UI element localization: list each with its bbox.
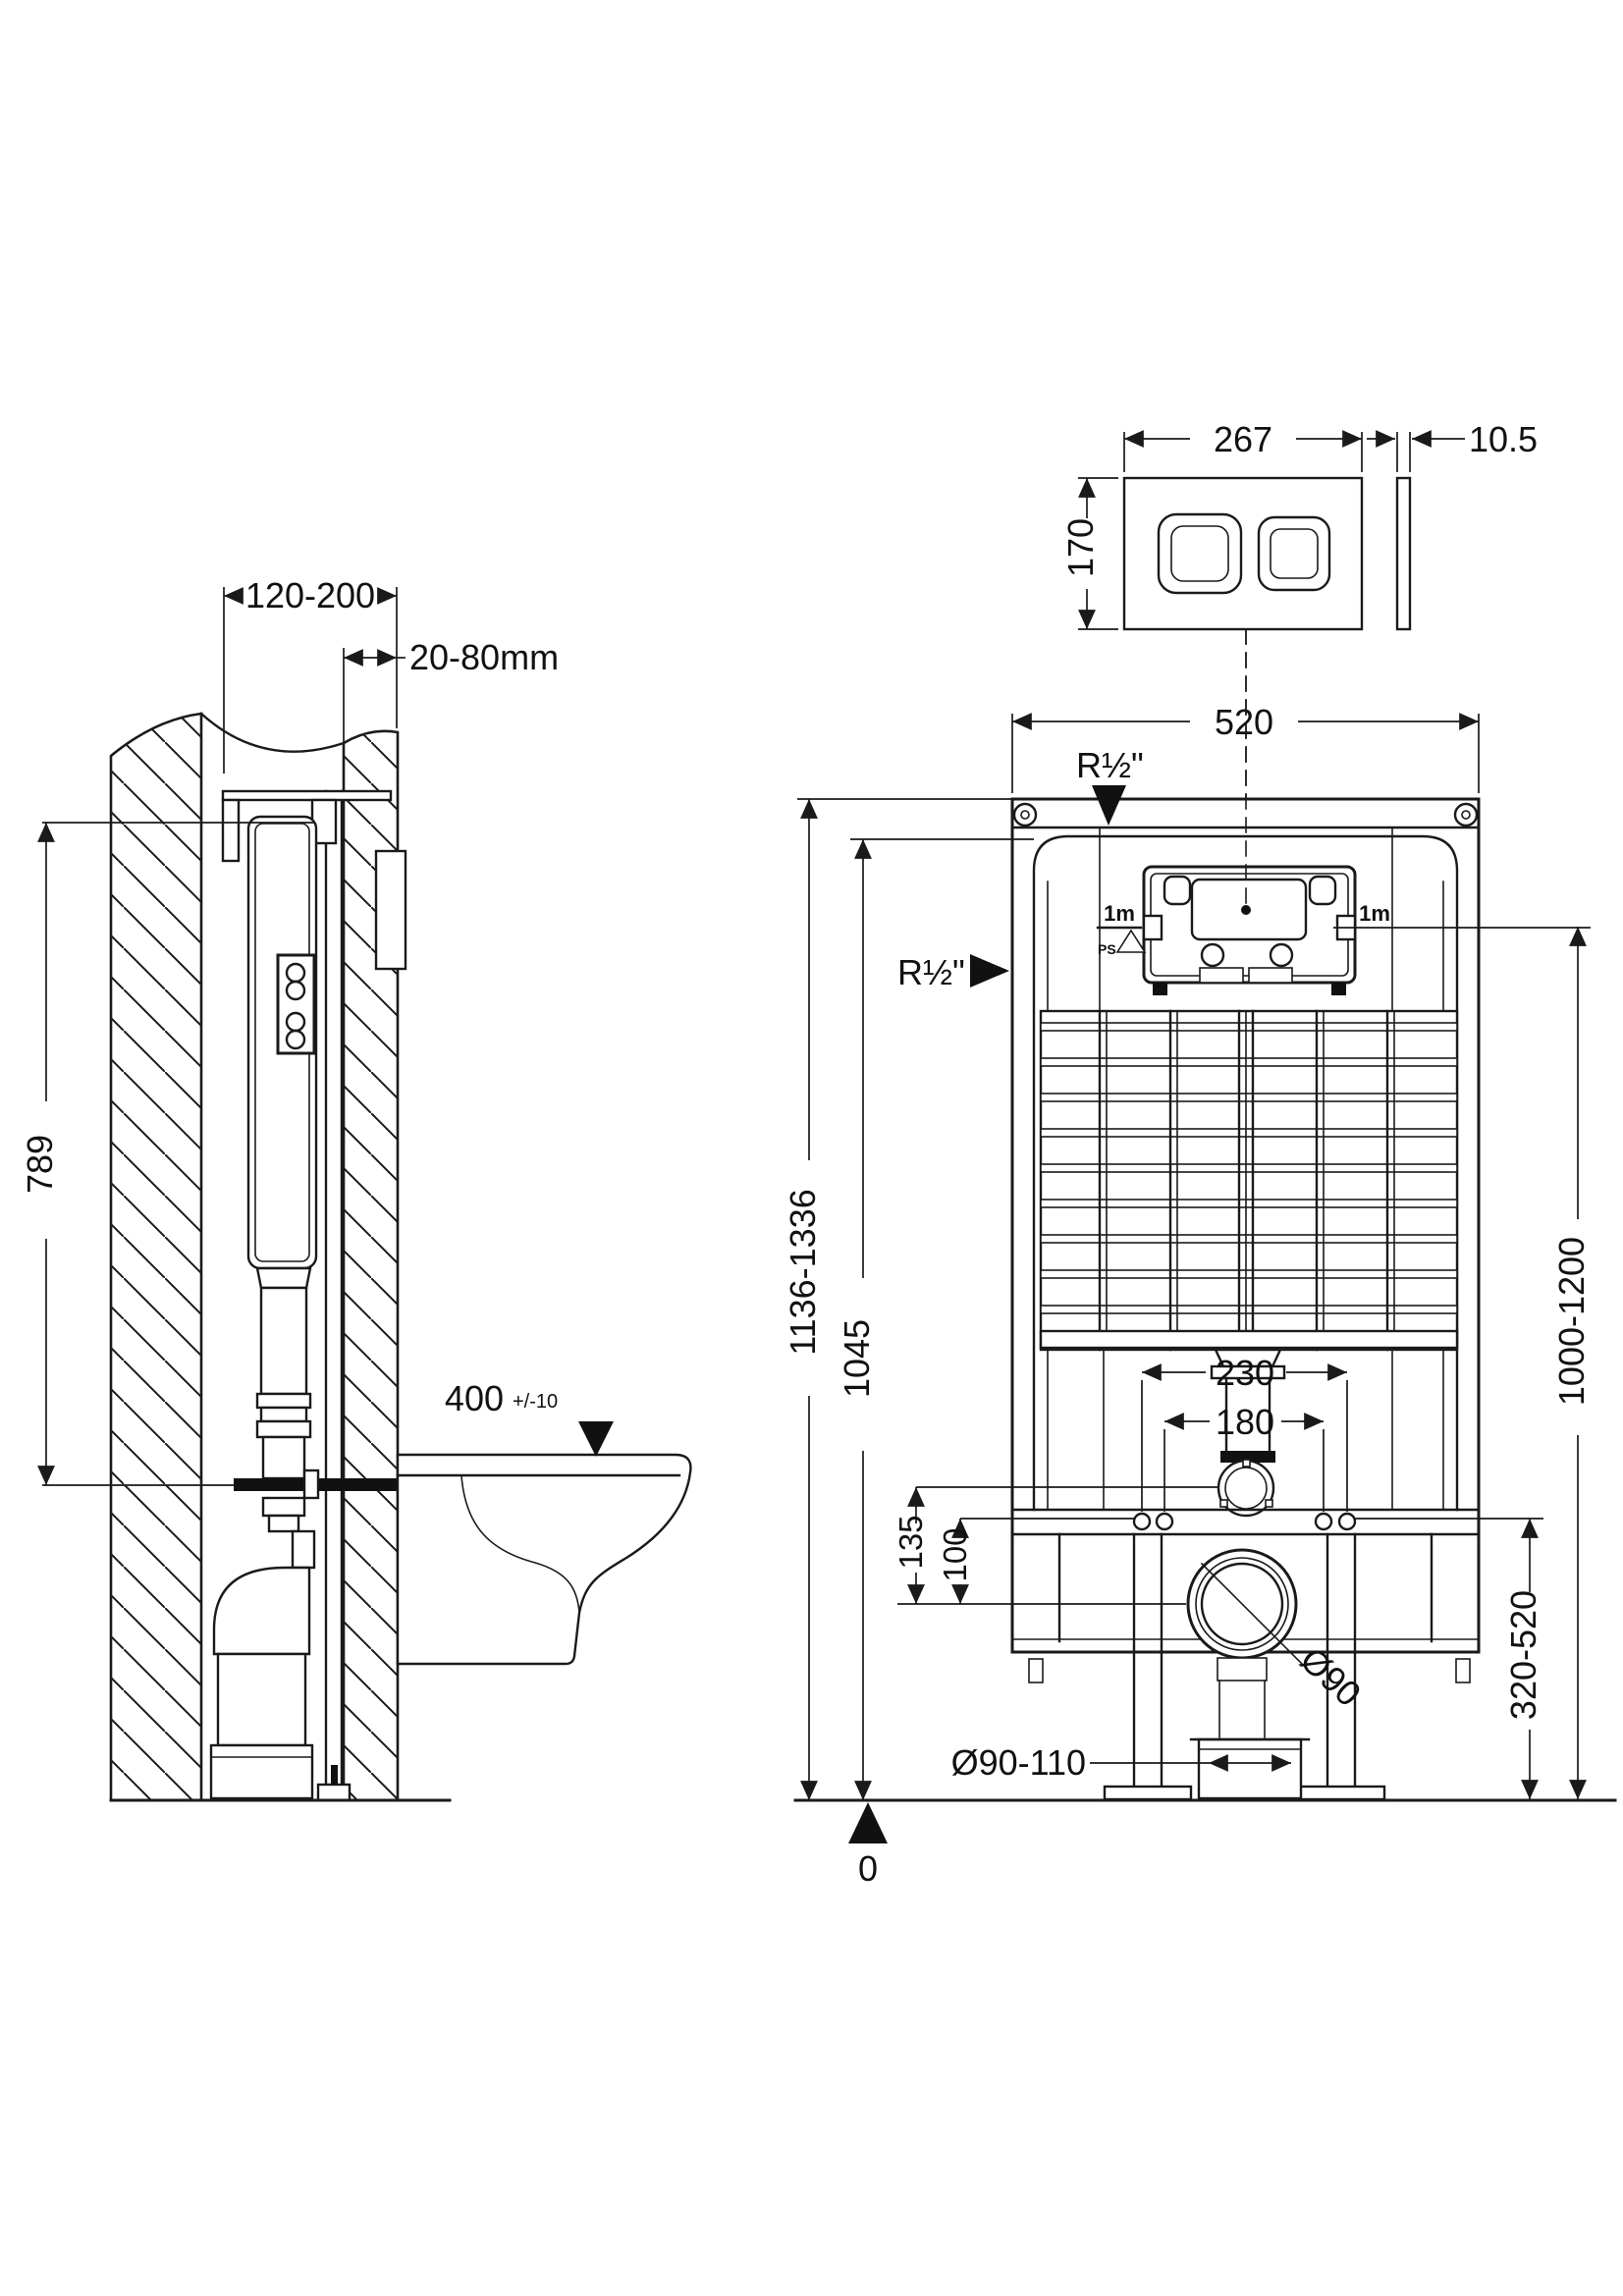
label-floor-datum: 0 bbox=[858, 1848, 878, 1889]
fixing-hole bbox=[1337, 1512, 1357, 1531]
ps-triangle-icon bbox=[1115, 929, 1147, 953]
frame-foot-side bbox=[316, 1783, 352, 1802]
fixing-hole bbox=[1132, 1512, 1152, 1531]
frame-foot-right bbox=[1296, 1785, 1386, 1801]
drain-outlet-funnel bbox=[1197, 1737, 1303, 1800]
fixing-hole bbox=[1155, 1512, 1174, 1531]
dim-plate-width: 267 bbox=[1214, 419, 1272, 459]
dim-cistern-height: 789 bbox=[20, 1135, 60, 1194]
dim-plate-mount-height: 1000-1200 bbox=[1551, 1237, 1592, 1406]
dim-outlet-height: 320-520 bbox=[1503, 1590, 1543, 1720]
dim-seat-tolerance: +/-10 bbox=[513, 1391, 558, 1413]
dim-flush-pipe-offset: 135 bbox=[893, 1515, 929, 1569]
centerline-dot bbox=[1241, 905, 1251, 915]
label-water-inlet-top: R½" bbox=[1076, 745, 1144, 785]
mounting-plate-side bbox=[276, 953, 316, 1055]
wall-hung-pan bbox=[396, 1453, 692, 1666]
drain-sleeve-side bbox=[209, 1743, 314, 1800]
flush-button-small-inner bbox=[1270, 528, 1319, 579]
top-fixing-bracket bbox=[221, 789, 393, 802]
dim-total-height: 1136-1336 bbox=[783, 1189, 823, 1356]
flush-pipe-side bbox=[259, 1286, 308, 1396]
dim-fixing-inner: 180 bbox=[1216, 1402, 1274, 1442]
dim-wall-depth: 120-200 bbox=[245, 575, 375, 615]
inlet-arrow-side-icon bbox=[970, 954, 1009, 988]
dim-frame-height: 1045 bbox=[837, 1319, 877, 1398]
dim-fixing-outer: 230 bbox=[1216, 1353, 1274, 1393]
dim-frame-width: 520 bbox=[1215, 702, 1273, 742]
dim-finish-depth: 20-80mm bbox=[409, 637, 559, 677]
front-view: 1m PS 1m R½" R½" bbox=[783, 628, 1617, 1889]
label-water-inlet-side: R½" bbox=[897, 952, 965, 992]
frame-screw-left bbox=[1012, 802, 1038, 828]
drain-elbow-side bbox=[212, 1566, 311, 1656]
flush-plate-detail: 267 10.5 170 bbox=[1060, 419, 1538, 905]
label-access-left-ps: PS bbox=[1098, 941, 1116, 957]
dim-seat-height: 400 bbox=[445, 1378, 504, 1418]
wall-break-line bbox=[199, 712, 346, 753]
seat-level-marker bbox=[578, 1421, 614, 1457]
dim-outlet-diameter: Ø90-110 bbox=[951, 1742, 1086, 1783]
fixing-hole bbox=[1314, 1512, 1333, 1531]
flush-plate-side-profile bbox=[1395, 476, 1412, 631]
flush-button-large-inner bbox=[1170, 525, 1229, 582]
dim-plate-height: 170 bbox=[1060, 518, 1101, 577]
cistern-protection-grid bbox=[1039, 1009, 1459, 1352]
flush-plate-recess-side bbox=[374, 849, 407, 971]
fixing-bolt-bar bbox=[234, 1478, 426, 1491]
frame-foot-left bbox=[1103, 1785, 1193, 1801]
datum-triangle bbox=[848, 1802, 888, 1843]
side-view: 120-200 20-80mm 789 400 +/-10 bbox=[20, 575, 692, 1802]
frame-screw-right bbox=[1453, 802, 1479, 828]
label-access-right: 1m bbox=[1359, 901, 1390, 926]
inlet-arrow-top-icon bbox=[1092, 785, 1126, 826]
dim-plate-thickness: 10.5 bbox=[1469, 419, 1538, 459]
dim-fixing-rail-offset: 100 bbox=[937, 1527, 973, 1581]
label-access-left: 1m bbox=[1104, 901, 1135, 926]
structural-wall-section bbox=[109, 712, 203, 1802]
